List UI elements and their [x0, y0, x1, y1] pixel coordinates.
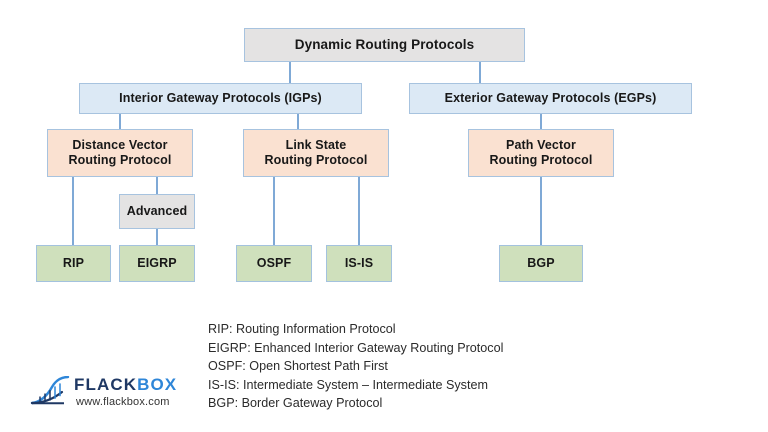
node-label: Distance Vector Routing Protocol [69, 138, 172, 169]
node-label: Interior Gateway Protocols (IGPs) [119, 90, 322, 105]
node-bgp[interactable]: BGP [499, 245, 583, 282]
legend-line-bgp: BGP: Border Gateway Protocol [208, 396, 383, 411]
node-link-state-routing-protocol[interactable]: Link State Routing Protocol [243, 129, 389, 177]
bridge-icon [30, 376, 70, 405]
node-label-line2: Routing Protocol [264, 153, 368, 167]
node-advanced[interactable]: Advanced [119, 194, 195, 229]
node-label-line1: Link State [285, 137, 347, 152]
node-label: BGP [527, 255, 555, 270]
node-ospf[interactable]: OSPF [236, 245, 312, 282]
legend-line-eigrp: EIGRP: Enhanced Interior Gateway Routing… [208, 340, 504, 355]
node-exterior-gateway-protocols[interactable]: Exterior Gateway Protocols (EGPs) [409, 83, 692, 114]
node-dynamic-routing-protocols[interactable]: Dynamic Routing Protocols [244, 28, 525, 62]
node-eigrp[interactable]: EIGRP [119, 245, 195, 282]
logo-url: www.flackbox.com [76, 396, 170, 408]
node-is-is[interactable]: IS-IS [326, 245, 392, 282]
node-label: RIP [62, 255, 85, 270]
flackbox-logo: FLACKBOX www.flackbox.com [30, 374, 180, 414]
logo-word-flack: FLACK [74, 375, 138, 394]
node-interior-gateway-protocols[interactable]: Interior Gateway Protocols (IGPs) [79, 83, 362, 114]
node-label: IS-IS [344, 255, 374, 270]
logo-wordmark: FLACKBOX [74, 376, 177, 393]
node-label-line1: Path Vector [506, 137, 576, 152]
legend-line-ospf: OSPF: Open Shortest Path First [208, 359, 388, 374]
node-label: Path Vector Routing Protocol [490, 138, 593, 169]
node-path-vector-routing-protocol[interactable]: Path Vector Routing Protocol [468, 129, 614, 177]
node-label-line2: Routing Protocol [489, 153, 593, 167]
node-label: OSPF [256, 255, 292, 270]
logo-word-box: BOX [137, 375, 178, 394]
node-label: Advanced [126, 203, 188, 218]
node-label-line2: Routing Protocol [68, 153, 172, 167]
node-distance-vector-routing-protocol[interactable]: Distance Vector Routing Protocol [47, 129, 193, 177]
node-label: Exterior Gateway Protocols (EGPs) [444, 90, 657, 105]
node-label: EIGRP [137, 255, 177, 270]
node-label-line1: Distance Vector [72, 137, 168, 152]
acronym-legend: RIP: Routing Information Protocol EIGRP:… [208, 320, 503, 413]
legend-line-isis: IS-IS: Intermediate System – Intermediat… [208, 377, 488, 392]
legend-line-rip: RIP: Routing Information Protocol [208, 322, 396, 336]
node-rip[interactable]: RIP [36, 245, 111, 282]
node-label: Dynamic Routing Protocols [294, 36, 475, 52]
node-label: Link State Routing Protocol [265, 138, 368, 169]
